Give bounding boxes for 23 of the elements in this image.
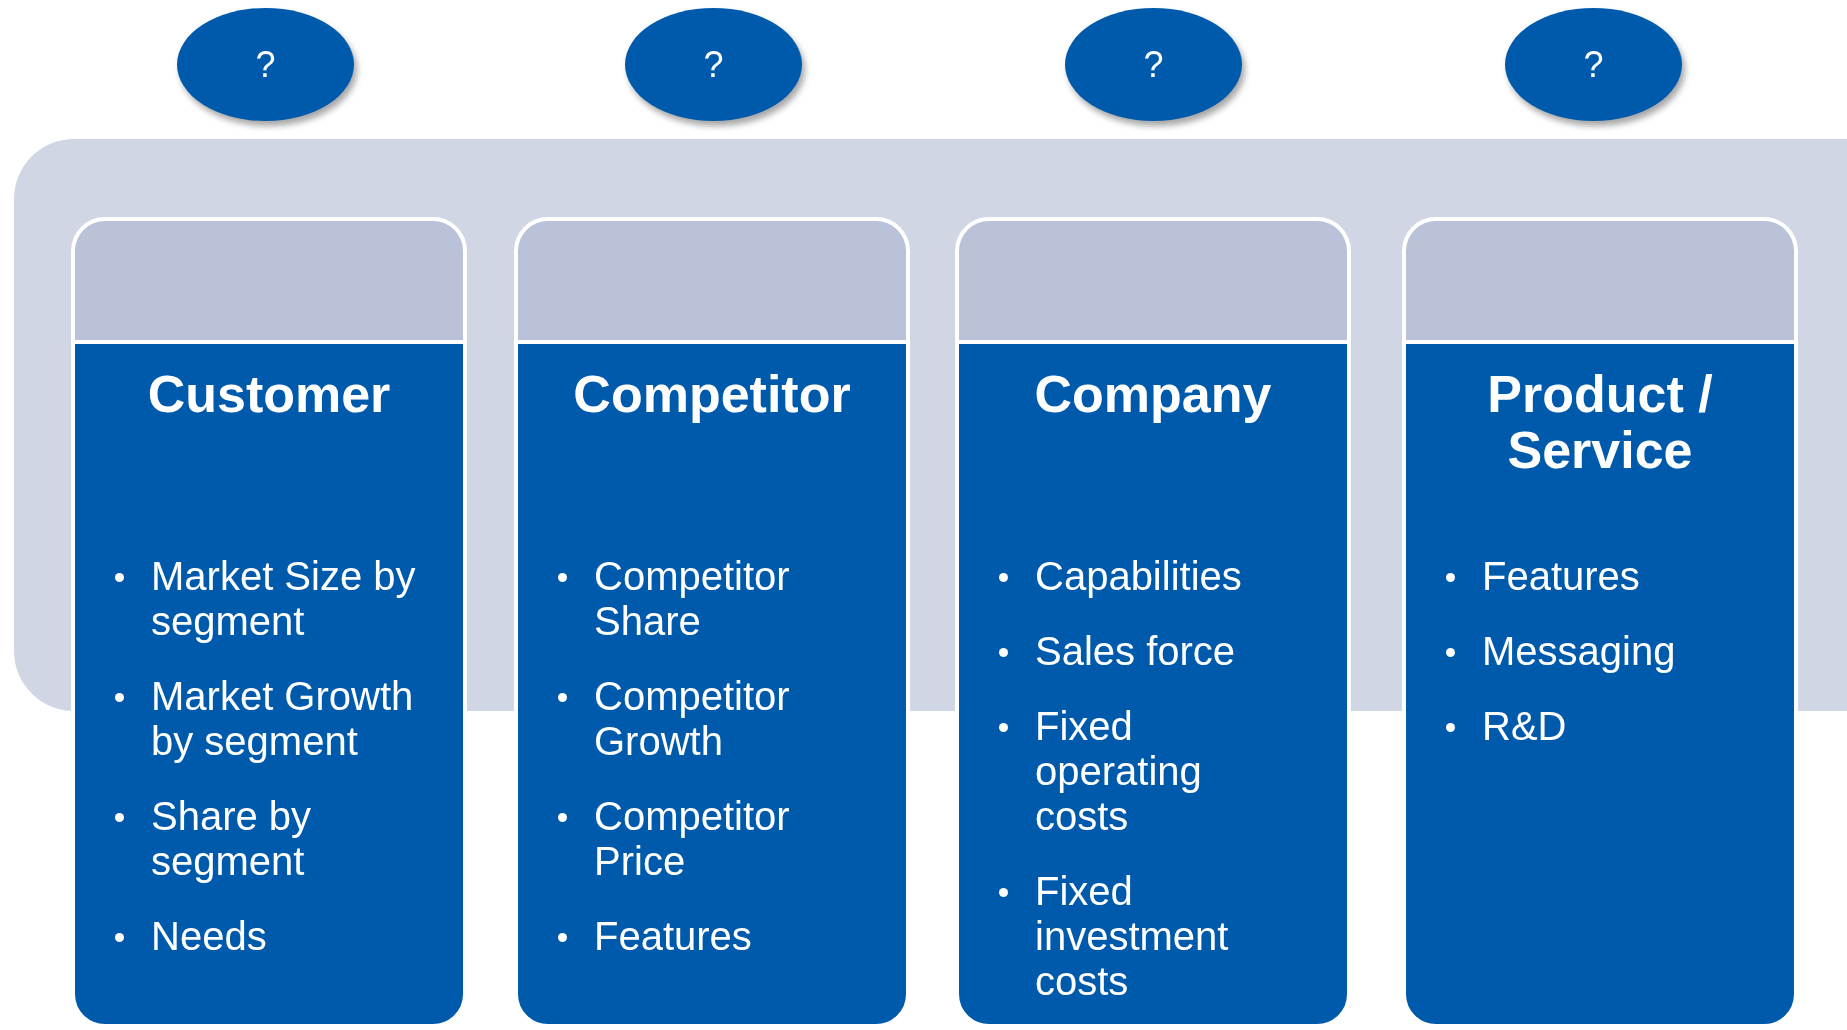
bullet-item: Capabilities (1035, 554, 1243, 599)
bullet-item: Sales force (1035, 629, 1237, 674)
card-heading: Product / Service (1486, 366, 1714, 478)
bullet-item: Fixed operating costs (1035, 704, 1203, 839)
card-heading: Customer (146, 366, 392, 422)
card-heading: Company (1033, 366, 1273, 422)
bullet-item: Fixed investment costs (1035, 869, 1230, 1004)
bullet-item: Share by segment (151, 794, 313, 884)
bubble-label: ? (1143, 43, 1164, 86)
bullet-item: Competitor Growth (594, 674, 791, 764)
card-heading: Competitor (572, 366, 852, 422)
bubble-label: ? (703, 43, 724, 86)
bullet-item: Competitor Price (594, 794, 791, 884)
bullet-item: Features (1482, 554, 1641, 599)
bubble-label: ? (1583, 43, 1604, 86)
bubble-label: ? (255, 43, 276, 86)
bullet-item: Market Growth by segment (151, 674, 415, 764)
bullet-item: Needs (151, 914, 268, 959)
bullet-item: Messaging (1482, 629, 1677, 674)
bullet-item: Market Size by segment (151, 554, 417, 644)
bullet-item: Competitor Share (594, 554, 791, 644)
bullet-item: R&D (1482, 704, 1568, 749)
bullet-item: Features (594, 914, 753, 959)
